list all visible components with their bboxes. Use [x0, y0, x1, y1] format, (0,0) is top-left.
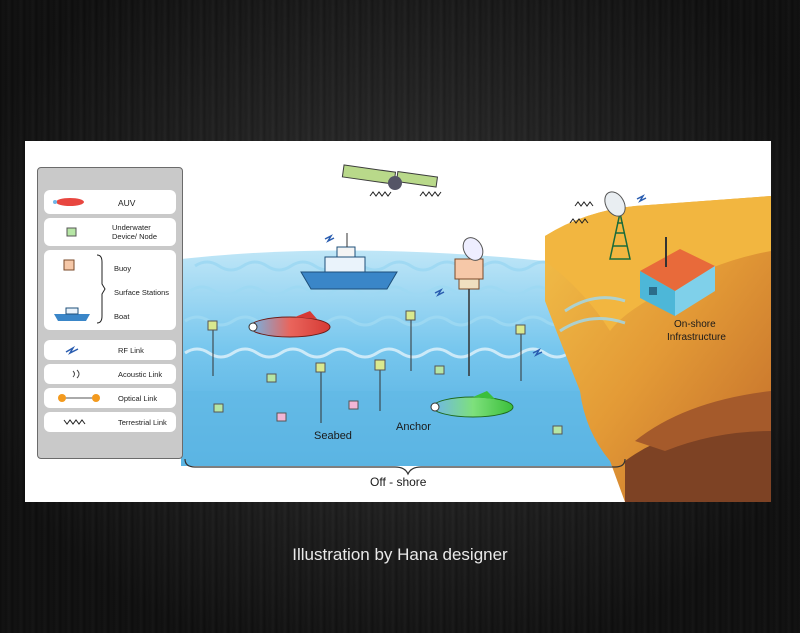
legend-label: Surface Stations	[114, 288, 170, 297]
boat	[300, 233, 398, 290]
anchored-nodes	[212, 316, 522, 423]
legend-label: Optical Link	[118, 394, 158, 403]
label-seabed: Seabed	[314, 430, 352, 442]
label-offshore: Off - shore	[370, 475, 427, 489]
legend-item-terrestrial-link: Terrestrial Link	[44, 412, 176, 432]
scene-drawing	[181, 164, 771, 502]
legend-label: RF Link	[118, 346, 144, 355]
illustration-panel: AUV Underwater Device/ Node Buoy Surface…	[25, 141, 771, 502]
seabed-band	[181, 391, 641, 466]
node-icon	[66, 227, 77, 237]
acoustic-link-icon	[72, 369, 80, 379]
legend-label: Underwater Device/ Node	[112, 223, 158, 241]
optical-link-icon	[58, 394, 100, 402]
terrestrial-link-icon	[63, 419, 86, 425]
rf-links	[324, 194, 647, 357]
auv-icon	[53, 198, 84, 206]
legend-box: AUV Underwater Device/ Node Buoy Surface…	[37, 167, 183, 459]
satellite	[341, 164, 439, 190]
node-buoys	[207, 310, 526, 373]
label-onshore-1: On-shore	[674, 319, 716, 330]
boat-icon	[54, 307, 90, 321]
legend-label: AUV	[118, 198, 136, 208]
buoy	[454, 237, 484, 376]
legend-label: Acoustic Link	[118, 370, 163, 379]
legend-item-surface-stations: Buoy Surface Stations Boat	[44, 250, 176, 330]
rf-link-icon	[65, 345, 79, 355]
bracket-icon	[96, 254, 106, 324]
auv-red	[248, 311, 331, 338]
legend-item-acoustic-link: Acoustic Link	[44, 364, 176, 384]
auv-green	[430, 391, 514, 418]
legend-label: Boat	[114, 312, 130, 321]
legend-label: Buoy	[114, 264, 132, 273]
caption: Illustration by Hana designer	[292, 545, 508, 564]
legend-item-rf-link: RF Link	[44, 340, 176, 360]
legend-label: Terrestrial Link	[118, 418, 167, 427]
buoy-icon	[63, 259, 75, 271]
onshore-building	[640, 237, 715, 316]
surface-waves	[184, 260, 599, 359]
offshore-brace	[184, 458, 626, 476]
label-onshore-2: Infrastructure	[667, 332, 726, 343]
legend-item-auv: AUV	[44, 190, 176, 214]
legend-item-optical-link: Optical Link	[44, 388, 176, 408]
legend-item-node: Underwater Device/ Node	[44, 218, 176, 246]
radio-tower	[609, 210, 631, 260]
seabed-nodes	[213, 365, 563, 435]
terrestrial-links	[369, 191, 594, 224]
shore-dish	[604, 191, 626, 217]
label-anchor: Anchor	[396, 421, 431, 433]
